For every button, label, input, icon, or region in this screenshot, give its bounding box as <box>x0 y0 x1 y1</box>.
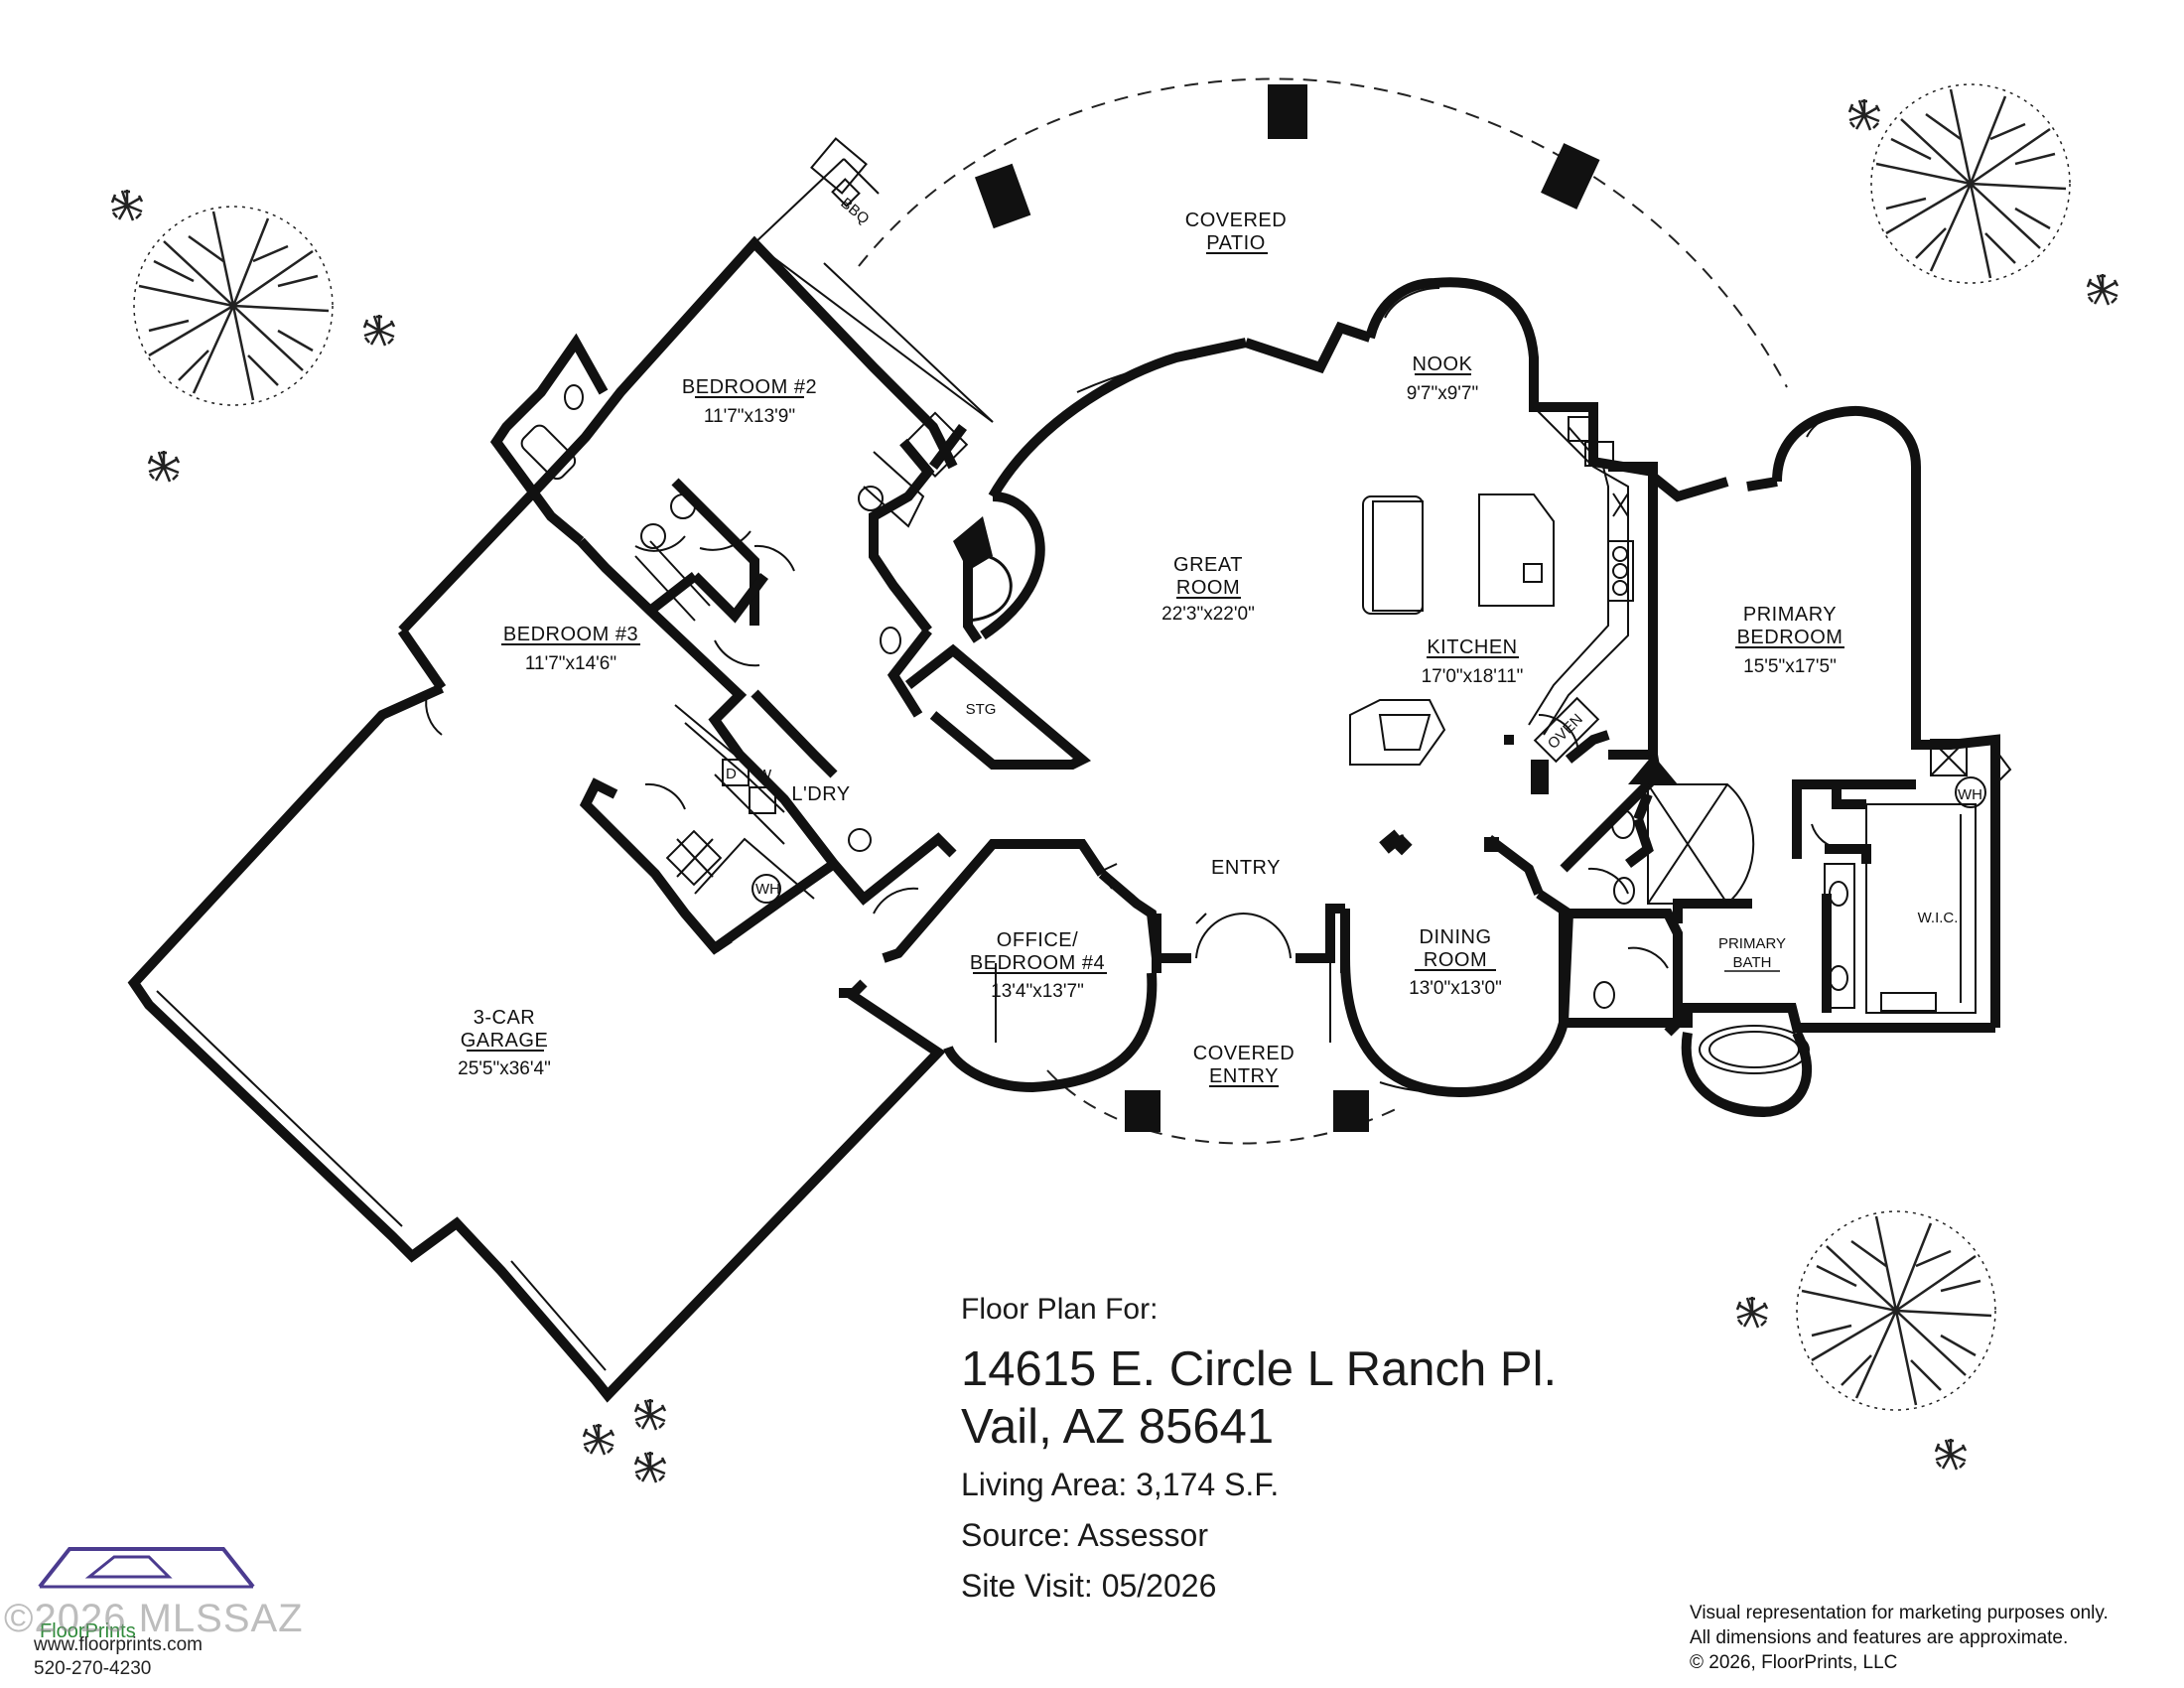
bedroom2-dim: 11'7"x13'9" <box>704 406 795 427</box>
living-area: Living Area: 3,174 S.F. <box>961 1467 1280 1502</box>
bedroom3-dim: 11'7"x14'6" <box>525 653 616 674</box>
shrub-icon <box>362 313 396 348</box>
garage-name2: GARAGE <box>461 1030 549 1052</box>
primary-bath-name1: PRIMARY <box>1718 935 1786 952</box>
bedroom3-name: BEDROOM #3 <box>503 624 638 645</box>
address-line-2: Vail, AZ 85641 <box>961 1400 1275 1454</box>
shrub-icon <box>582 1422 615 1457</box>
covered-entry-name1: COVERED <box>1193 1043 1295 1064</box>
shrub-icon <box>1847 97 1881 132</box>
title-block: Floor Plan For: 14615 E. Circle L Ranch … <box>961 1293 1557 1608</box>
site-visit: Site Visit: 05/2026 <box>961 1568 1217 1604</box>
storage-name: STG <box>966 701 997 718</box>
shrub-icon <box>110 188 144 222</box>
door-swings <box>425 530 919 914</box>
kitchen-name: KITCHEN <box>1427 636 1517 658</box>
shrub-icon <box>1934 1437 1968 1472</box>
office-dim: 13'4"x13'7" <box>991 981 1084 1002</box>
covered-patio-name1: COVERED <box>1185 210 1287 231</box>
windows <box>972 287 1867 1109</box>
room-labels: BEDROOM #2 11'7"x13'9" BEDROOM #3 11'7"x… <box>458 210 1958 1087</box>
dryer-label: D <box>726 766 737 782</box>
tree-icon <box>1795 1209 1997 1412</box>
water-heater-primary-label: WH <box>1958 786 1982 803</box>
primary-bedroom-name1: PRIMARY <box>1743 604 1837 626</box>
water-heater-label: WH <box>755 881 780 898</box>
shrub-icon <box>633 1450 667 1484</box>
office-name1: OFFICE/ <box>997 929 1078 951</box>
address-line-1: 14615 E. Circle L Ranch Pl. <box>961 1342 1558 1396</box>
disclaimer-line-1: Visual representation for marketing purp… <box>1690 1603 2109 1623</box>
tree-icon <box>132 205 335 407</box>
dining-name2: ROOM <box>1424 949 1487 971</box>
nook-dim: 9'7"x9'7" <box>1407 383 1479 404</box>
bbq-label: BBQ <box>837 195 872 227</box>
bedroom-wing-walls <box>397 235 958 955</box>
disclaimer-line-2: All dimensions and features are approxim… <box>1690 1627 2069 1648</box>
covered-entry-outline <box>1046 1069 1401 1145</box>
disclaimer: Visual representation for marketing purp… <box>1690 1601 2176 1675</box>
washer-label: W <box>757 767 772 783</box>
tree-icon <box>1869 82 2072 285</box>
covered-entry-name2: ENTRY <box>1209 1065 1279 1087</box>
office-name2: BEDROOM #4 <box>970 952 1105 974</box>
logo-brand: FloorPrints <box>40 1620 136 1642</box>
covered-patio-name2: PATIO <box>1206 232 1266 254</box>
dining-dim: 13'0"x13'0" <box>1409 978 1502 999</box>
floor-plan-for-label: Floor Plan For: <box>961 1293 1159 1326</box>
primary-bedroom-dim: 15'5"x17'5" <box>1743 656 1837 677</box>
garage-name1: 3-CAR <box>474 1007 536 1029</box>
wic-name: W.I.C. <box>1918 910 1959 926</box>
shrub-icon <box>147 449 181 484</box>
primary-suite-fixtures <box>1538 714 2012 1074</box>
floorprints-logo-icon <box>38 1547 255 1589</box>
covered-patio-outline <box>858 77 1788 388</box>
kitchen-fixtures <box>1349 406 1634 766</box>
shrub-icon <box>1735 1295 1769 1330</box>
bedroom-wing-fixtures <box>520 137 969 904</box>
kitchen-dim: 17'0"x18'11" <box>1422 666 1524 687</box>
disclaimer-line-3: © 2026, FloorPrints, LLC <box>1690 1652 1898 1673</box>
great-room-name2: ROOM <box>1176 577 1240 599</box>
bedroom2-name: BEDROOM #2 <box>682 376 817 398</box>
great-room-dim: 22'3"x22'0" <box>1161 604 1255 625</box>
storage-fireplace <box>904 553 1092 770</box>
source: Source: Assessor <box>961 1517 1208 1553</box>
garage-dim: 25'5"x36'4" <box>458 1058 551 1079</box>
entry-door-swings <box>1099 863 1292 959</box>
great-room-name1: GREAT <box>1173 554 1243 576</box>
shrub-icon <box>2086 272 2119 307</box>
dining-name1: DINING <box>1420 926 1492 948</box>
logo-phone: 520-270-4230 <box>34 1658 152 1679</box>
mls-watermark: ©2026 MLSSAZ <box>4 1597 304 1640</box>
primary-bedroom-name2: BEDROOM <box>1737 627 1843 648</box>
laundry-name: L'DRY <box>791 783 850 805</box>
nook-name: NOOK <box>1413 353 1473 375</box>
primary-bath-name2: BATH <box>1733 954 1772 971</box>
garage-walls <box>127 683 946 1403</box>
logo-website: www.floorprints.com <box>34 1634 203 1655</box>
bedroom-wing-details <box>634 158 994 900</box>
shrub-icon <box>633 1397 667 1432</box>
entry-name: ENTRY <box>1211 857 1281 879</box>
